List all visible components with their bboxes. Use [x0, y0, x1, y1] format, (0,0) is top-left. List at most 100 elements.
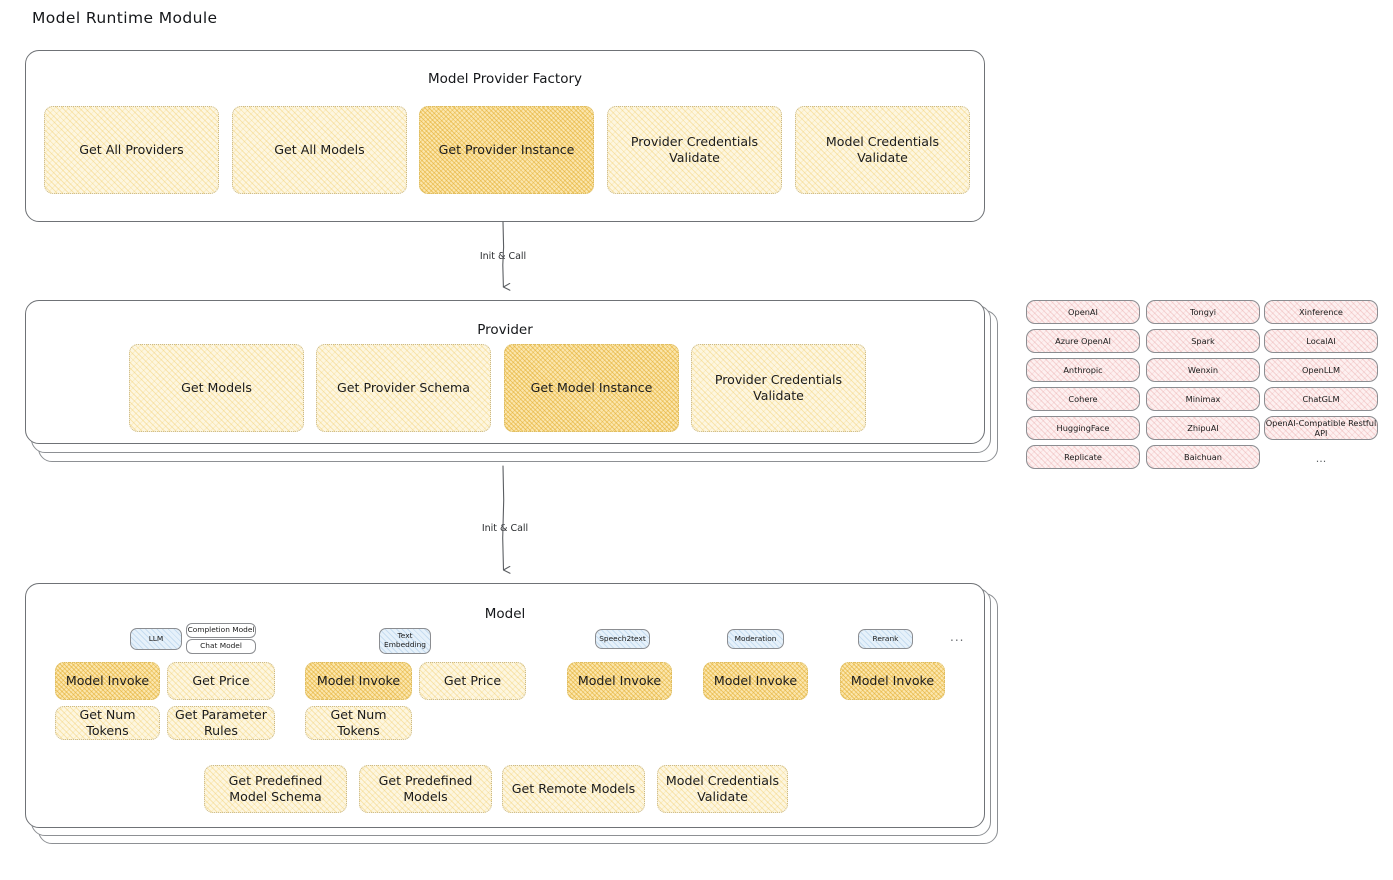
node-label: Get Provider Schema: [337, 380, 470, 396]
provider-chip-wenxin[interactable]: Wenxin: [1146, 358, 1260, 382]
node-label: Model Invoke: [850, 673, 935, 689]
node-get-predefined-model-schema[interactable]: Get Predefined Model Schema: [204, 765, 347, 813]
badge-chat-model[interactable]: Chat Model: [186, 639, 256, 654]
node-moderation-model-invoke[interactable]: Model Invoke: [703, 662, 808, 700]
node-label: Get Num Tokens: [330, 707, 387, 738]
badge-llm[interactable]: LLM: [130, 628, 182, 650]
chip-label: Azure OpenAI: [1055, 336, 1111, 346]
node-label: Get Provider Instance: [438, 142, 575, 158]
provider-chip-replicate[interactable]: Replicate: [1026, 445, 1140, 469]
node-label: Model Credentials Validate: [825, 134, 940, 165]
chip-label: HuggingFace: [1056, 423, 1110, 433]
node-llm-model-invoke[interactable]: Model Invoke: [55, 662, 160, 700]
node-get-all-providers[interactable]: Get All Providers: [44, 106, 219, 194]
chip-label: Minimax: [1185, 394, 1221, 404]
node-label: Get Model Instance: [530, 380, 653, 396]
chip-label: ZhipuAI: [1187, 423, 1219, 433]
provider-chip-ellipsis: ...: [1315, 451, 1327, 465]
node-label: Model Invoke: [316, 673, 401, 689]
node-provider-credentials-validate-2[interactable]: Provider Credentials Validate: [691, 344, 866, 432]
chip-label: Replicate: [1064, 452, 1102, 462]
provider-chip-zhipuai[interactable]: ZhipuAI: [1146, 416, 1260, 440]
node-label: Get Models: [181, 380, 252, 396]
node-label: Get Remote Models: [511, 781, 636, 797]
node-llm-get-parameter-rules[interactable]: Get Parameter Rules: [167, 706, 275, 740]
provider-chip-azure-openai[interactable]: Azure OpenAI: [1026, 329, 1140, 353]
chip-label: ChatGLM: [1302, 394, 1340, 404]
node-label: Get Parameter Rules: [175, 707, 267, 738]
provider-title: Provider: [477, 322, 533, 338]
badge-completion-model[interactable]: Completion Model: [186, 623, 256, 638]
node-provider-credentials-validate[interactable]: Provider Credentials Validate: [607, 106, 782, 194]
provider-chip-chatglm[interactable]: ChatGLM: [1264, 387, 1378, 411]
chip-label: Anthropic: [1063, 365, 1103, 375]
badge-rerank[interactable]: Rerank: [858, 629, 913, 649]
badge-label: Completion Model: [187, 625, 255, 635]
node-rerank-model-invoke[interactable]: Model Invoke: [840, 662, 945, 700]
node-label: Get Predefined Model Schema: [228, 773, 323, 804]
badge-speech2text[interactable]: Speech2text: [595, 629, 650, 649]
chip-label: LocalAI: [1306, 336, 1336, 346]
node-label: Get All Providers: [79, 142, 184, 158]
node-get-model-instance[interactable]: Get Model Instance: [504, 344, 679, 432]
node-llm-get-num-tokens[interactable]: Get Num Tokens: [55, 706, 160, 740]
node-get-predefined-models[interactable]: Get Predefined Models: [359, 765, 492, 813]
node-get-all-models[interactable]: Get All Models: [232, 106, 407, 194]
provider-chip-openllm[interactable]: OpenLLM: [1264, 358, 1378, 382]
chip-label: Wenxin: [1187, 365, 1219, 375]
node-label: Provider Credentials Validate: [714, 372, 843, 403]
node-embedding-model-invoke[interactable]: Model Invoke: [305, 662, 412, 700]
chip-label: Xinference: [1299, 307, 1343, 317]
arrow-label-init-and-call-1: Init & Call: [479, 251, 527, 262]
provider-chip-huggingface[interactable]: HuggingFace: [1026, 416, 1140, 440]
node-model-credentials-validate-2[interactable]: Model Credentials Validate: [657, 765, 788, 813]
badge-label: LLM: [148, 633, 164, 643]
provider-chip-anthropic[interactable]: Anthropic: [1026, 358, 1140, 382]
provider-chip-minimax[interactable]: Minimax: [1146, 387, 1260, 411]
badge-text-embedding[interactable]: Text Embedding: [379, 628, 431, 654]
node-embedding-get-num-tokens[interactable]: Get Num Tokens: [305, 706, 412, 740]
node-llm-get-price[interactable]: Get Price: [167, 662, 275, 700]
node-label: Get Num Tokens: [79, 707, 136, 738]
chip-label: Baichuan: [1184, 452, 1222, 462]
provider-chip-cohere[interactable]: Cohere: [1026, 387, 1140, 411]
node-get-remote-models[interactable]: Get Remote Models: [502, 765, 645, 813]
chip-label: OpenAI: [1068, 307, 1098, 317]
chip-label: OpenLLM: [1301, 365, 1341, 375]
provider-chip-openai[interactable]: OpenAI: [1026, 300, 1140, 324]
node-get-models[interactable]: Get Models: [129, 344, 304, 432]
model-group: Model: [25, 583, 985, 828]
node-model-credentials-validate[interactable]: Model Credentials Validate: [795, 106, 970, 194]
node-speech2text-model-invoke[interactable]: Model Invoke: [567, 662, 672, 700]
provider-chip-spark[interactable]: Spark: [1146, 329, 1260, 353]
node-label: Provider Credentials Validate: [630, 134, 759, 165]
provider-chip-baichuan[interactable]: Baichuan: [1146, 445, 1260, 469]
provider-chip-localai[interactable]: LocalAI: [1264, 329, 1378, 353]
node-label: Get Price: [192, 673, 250, 689]
node-label: Model Invoke: [577, 673, 662, 689]
chip-label: OpenAI-Compatible Restful API: [1265, 418, 1377, 438]
badge-label: Text Embedding: [384, 631, 426, 649]
provider-chip-openai-compatible-restful-api[interactable]: OpenAI-Compatible Restful API: [1264, 416, 1378, 440]
badge-label: Chat Model: [200, 641, 242, 651]
badge-moderation[interactable]: Moderation: [727, 629, 784, 649]
node-embedding-get-price[interactable]: Get Price: [419, 662, 526, 700]
node-label: Model Invoke: [65, 673, 150, 689]
provider-chip-tongyi[interactable]: Tongyi: [1146, 300, 1260, 324]
node-label: Get Price: [443, 673, 502, 689]
node-get-provider-schema[interactable]: Get Provider Schema: [316, 344, 491, 432]
node-label: Model Credentials Validate: [665, 773, 780, 804]
badge-label: Speech2text: [599, 633, 646, 643]
model-types-ellipsis: ...: [950, 630, 965, 644]
arrow-label-init-and-call-2: Init & Call: [481, 523, 529, 534]
node-get-provider-instance[interactable]: Get Provider Instance: [419, 106, 594, 194]
badge-label: Moderation: [734, 633, 777, 643]
chip-label: Spark: [1191, 336, 1215, 346]
chip-label: Tongyi: [1189, 307, 1217, 317]
node-label: Model Invoke: [713, 673, 798, 689]
provider-chip-xinference[interactable]: Xinference: [1264, 300, 1378, 324]
badge-label: Rerank: [872, 633, 899, 643]
node-label: Get Predefined Models: [378, 773, 473, 804]
page-title: Model Runtime Module: [32, 9, 218, 27]
